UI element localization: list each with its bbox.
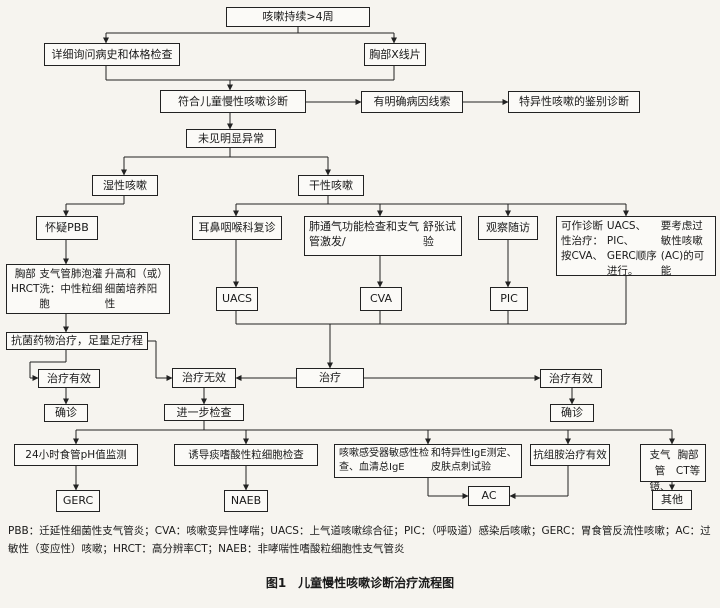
node-label-line-2: 胸部CT等	[675, 449, 701, 477]
node-further-examination: 进一步检查	[164, 404, 244, 421]
node-label-line-1: 肺通气功能检查和支气管激发/	[309, 220, 419, 248]
node-label: 治疗无效	[182, 371, 226, 384]
node-label-line-2: 舒张试验	[422, 220, 456, 248]
node-induced-sputum-test: 诱导痰嗜酸性粒细胞检查	[174, 444, 318, 466]
node-treatment: 治疗	[296, 368, 364, 388]
node-label: 确诊	[561, 406, 583, 419]
node-label: 诱导痰嗜酸性粒细胞检查	[188, 449, 304, 461]
node-label: UACS	[221, 292, 253, 305]
node-naeb: NAEB	[224, 490, 268, 512]
abbreviation-footnote: PBB：迁延性细菌性支气管炎；CVA：咳嗽变异性哮喘；UACS：上气道咳嗽综合征…	[8, 525, 711, 555]
node-label-line-1: 支气管镜、	[649, 449, 671, 493]
node-label: NAEB	[230, 494, 262, 507]
node-label: 24小时食管pH值监测	[25, 449, 127, 461]
node-history-and-exam: 详细询问病史和体格检查	[44, 43, 180, 66]
figure-title: 图1 儿童慢性咳嗽诊断治疗流程图	[265, 576, 455, 590]
node-label: 观察随访	[486, 221, 530, 234]
node-label-line-3: 要考虑过敏性咳嗽(AC)的可能	[660, 220, 705, 277]
node-ent-followup: 耳鼻咽喉科复诊	[192, 216, 282, 240]
node-label: 进一步检查	[176, 405, 232, 419]
node-uacs: UACS	[216, 287, 258, 311]
node-cough-sensitivity-ige: 咳嗽感受器敏感性检查、血清总IgE 和特异性IgE测定、皮肤点刺试验	[334, 444, 522, 478]
node-confirmed-diagnosis-right: 确诊	[550, 404, 594, 422]
node-label: CVA	[369, 292, 393, 305]
node-observe-followup: 观察随访	[478, 216, 538, 240]
node-chest-xray: 胸部X线片	[364, 43, 426, 66]
node-treatment-effective-left: 治疗有效	[38, 369, 100, 388]
node-no-obvious-abnormality: 未见明显异常	[186, 129, 276, 148]
node-label: 抗菌药物治疗，足量足疗程	[11, 334, 143, 347]
node-confirmed-diagnosis-left: 确诊	[44, 404, 88, 422]
node-suspected-pbb: 怀疑PBB	[36, 216, 98, 240]
node-fits-chronic-cough: 符合儿童慢性咳嗽诊断	[160, 90, 306, 113]
node-label: 其他	[661, 493, 683, 506]
node-label: 干性咳嗽	[309, 178, 353, 192]
node-cough-over-4-weeks: 咳嗽持续>4周	[226, 7, 370, 27]
node-label: 治疗有效	[47, 371, 91, 385]
node-label: 治疗有效	[549, 371, 593, 385]
node-treatment-effective-right: 治疗有效	[540, 369, 602, 388]
node-ac: AC	[468, 486, 510, 506]
node-label: 湿性咳嗽	[103, 178, 147, 192]
node-specific-cough-differential: 特异性咳嗽的鉴别诊断	[508, 91, 640, 113]
node-label: GERC	[62, 494, 94, 507]
node-hrct-bal: 胸部HRCT 支气管肺泡灌洗：中性粒细胞 升高和（或）细菌培养阳性	[6, 264, 170, 314]
node-label-line-3: 升高和（或）细菌培养阳性	[104, 268, 163, 310]
node-gerc: GERC	[56, 490, 100, 512]
node-label-line-2: 和特异性IgE测定、皮肤点刺试验	[430, 448, 517, 473]
node-label: 抗组胺治疗有效	[533, 449, 607, 461]
node-label-line-1: 可作诊断性治疗：按CVA、	[561, 220, 604, 262]
node-label: 怀疑PBB	[45, 221, 89, 234]
node-ph-monitoring: 24小时食管pH值监测	[14, 444, 138, 466]
node-label-line-2: UACS、PIC、GERC顺序进行。	[606, 220, 657, 277]
node-label: 符合儿童慢性咳嗽诊断	[178, 94, 288, 108]
node-label: PIC	[500, 292, 518, 305]
node-label: 治疗	[319, 371, 341, 384]
node-label-line-2: 支气管肺泡灌洗：中性粒细胞	[39, 268, 103, 310]
node-clear-cause-clue: 有明确病因线索	[361, 91, 463, 113]
node-label: 有明确病因线索	[373, 95, 451, 108]
node-label: 详细询问病史和体格检查	[51, 47, 173, 61]
node-other: 其他	[652, 490, 692, 510]
node-diagnostic-treatment: 可作诊断性治疗：按CVA、 UACS、PIC、GERC顺序进行。 要考虑过敏性咳…	[556, 216, 716, 277]
node-lung-function-test: 肺通气功能检查和支气管激发/ 舒张试验	[304, 216, 462, 256]
node-antihistamine-effective: 抗组胺治疗有效	[530, 444, 610, 466]
node-label: 耳鼻咽喉科复诊	[198, 221, 276, 234]
node-antibiotic-therapy: 抗菌药物治疗，足量足疗程	[6, 332, 148, 350]
node-label: 未见明显异常	[198, 131, 264, 145]
node-treatment-ineffective: 治疗无效	[172, 368, 236, 388]
node-label: AC	[481, 489, 497, 502]
node-label: 胸部X线片	[369, 47, 421, 61]
node-label: 咳嗽持续>4周	[262, 10, 334, 23]
node-pic: PIC	[490, 287, 528, 311]
node-label: 确诊	[55, 406, 77, 419]
node-label-line-1: 胸部HRCT	[11, 268, 40, 295]
node-cva: CVA	[360, 287, 402, 311]
node-label-line-1: 咳嗽感受器敏感性检查、血清总IgE	[339, 448, 429, 473]
node-bronchoscopy-ct: 支气管镜、 胸部CT等	[640, 444, 706, 493]
node-dry-cough: 干性咳嗽	[298, 175, 364, 196]
node-label: 特异性咳嗽的鉴别诊断	[519, 95, 629, 108]
node-wet-cough: 湿性咳嗽	[92, 175, 158, 196]
